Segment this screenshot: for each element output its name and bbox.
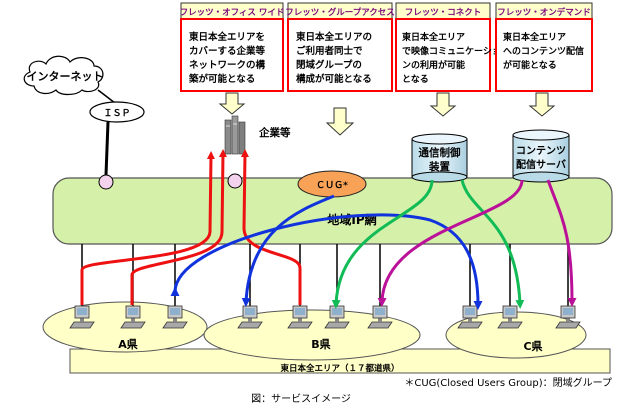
cug-node: ＣＵＧ* bbox=[297, 170, 367, 198]
service-desc-line: 東日本全エリア bbox=[402, 31, 465, 43]
company-server-icon bbox=[224, 115, 246, 155]
service-desc-line: カバーする企業等 bbox=[189, 45, 266, 57]
prefecture-label: B県 bbox=[311, 338, 330, 351]
content-server: コンテンツ 配信サーバ bbox=[512, 129, 570, 183]
service-down-arrow bbox=[528, 92, 556, 117]
comm-control-label: 装置 bbox=[428, 160, 450, 173]
service-desc-line: ご利用者同士で bbox=[296, 45, 363, 57]
green-flow-arrow bbox=[331, 179, 434, 309]
access-lines bbox=[81, 244, 569, 306]
prefecture-area-b bbox=[203, 309, 421, 361]
access-node bbox=[227, 173, 243, 189]
service-desc-line: ネットワークの構 bbox=[189, 59, 266, 71]
service-desc-box bbox=[495, 18, 593, 92]
comm-control-label: 通信制御 bbox=[419, 146, 461, 159]
pc-terminal-icon bbox=[120, 305, 146, 329]
blue-flow-arrow bbox=[170, 213, 483, 310]
prefecture-label: A県 bbox=[118, 338, 138, 351]
green-flow-arrow bbox=[460, 179, 525, 309]
isp-node: ＩＳＰ bbox=[89, 101, 145, 123]
isp-link bbox=[104, 121, 110, 176]
prefecture-label: C県 bbox=[523, 340, 542, 353]
internet-cloud: インターネット bbox=[23, 55, 104, 96]
service-group-access: フレッツ・グループアクセス 東日本全エリアの ご利用者同士で 閉域グループの 構… bbox=[285, 2, 395, 92]
service-offic-wide: フレッツ・オフィス ワイド 東日本全エリアを カバーする企業等 ネットワークの構… bbox=[180, 2, 285, 92]
service-down-arrow bbox=[218, 92, 246, 115]
red-flow-arrow bbox=[130, 149, 227, 305]
red-flow-arrow bbox=[80, 151, 215, 305]
content-server-label: コンテンツ bbox=[516, 145, 566, 157]
service-desc-line: へのコンテンツ配信 bbox=[503, 45, 584, 57]
figure-caption: 図：サービスイメージ bbox=[251, 393, 351, 405]
isp-label: ＩＳＰ bbox=[103, 108, 130, 119]
service-desc-line: ンの利用が可能 bbox=[402, 59, 465, 71]
service-desc-line: となる bbox=[402, 74, 429, 85]
internet-isp-link bbox=[97, 89, 116, 104]
service-tab-label: フレッツ・オフィス ワイド bbox=[180, 8, 285, 18]
service-desc-box bbox=[180, 18, 284, 92]
service-tab-label: フレッツ・オンデマンド bbox=[497, 7, 591, 18]
magenta-flow-arrow bbox=[377, 179, 524, 307]
coverage-area-label: 東日本全エリア（１７都道県） bbox=[280, 363, 399, 374]
magenta-flow-arrow bbox=[546, 179, 577, 307]
prefecture-area-c bbox=[445, 311, 587, 359]
red-flow-arrow bbox=[240, 149, 302, 305]
service-desc-line: 閉域グループの bbox=[296, 59, 362, 71]
blue-flow-arrow bbox=[241, 194, 335, 307]
cug-label: ＣＵＧ* bbox=[316, 180, 348, 191]
service-desc-line: 東日本全エリア bbox=[503, 31, 566, 43]
pc-terminal-icon bbox=[497, 305, 523, 329]
access-node bbox=[98, 174, 114, 190]
service-desc-line: 東日本全エリアの bbox=[295, 31, 372, 43]
service-desc-line: 東日本全エリアを bbox=[188, 31, 265, 43]
content-server-label: 配信サーバ bbox=[516, 158, 566, 171]
pc-terminal-icon bbox=[69, 305, 95, 329]
company-label: 企業等 bbox=[258, 126, 291, 139]
service-desc-box bbox=[287, 18, 393, 92]
service-desc-line: 構成が可能となる bbox=[296, 73, 372, 85]
pc-terminal-icon bbox=[555, 305, 581, 329]
service-desc-line: 築が可能となる bbox=[188, 73, 255, 85]
service-desc-line: で映像コミュニケーショ bbox=[402, 45, 501, 57]
comm-control-device: 通信制御 装置 bbox=[411, 133, 468, 183]
service-tab-label: フレッツ・コネクト bbox=[405, 7, 482, 18]
service-down-arrow bbox=[325, 107, 355, 136]
service-down-arrow bbox=[429, 92, 457, 117]
service-desc-line: が可能となる bbox=[503, 59, 557, 71]
service-desc-box bbox=[395, 18, 491, 92]
service-tab-label: フレッツ・グループアクセス bbox=[285, 7, 395, 18]
cug-footnote: ＊CUG(Closed Users Group)：閉域グループ bbox=[404, 376, 612, 389]
service-on-demand: フレッツ・オンデマンド 東日本全エリア へのコンテンツ配信 が可能となる bbox=[495, 2, 593, 92]
service-connect: フレッツ・コネクト 東日本全エリア で映像コミュニケーショ ンの利用が可能 とな… bbox=[395, 2, 501, 92]
internet-label: インターネット bbox=[27, 70, 104, 83]
